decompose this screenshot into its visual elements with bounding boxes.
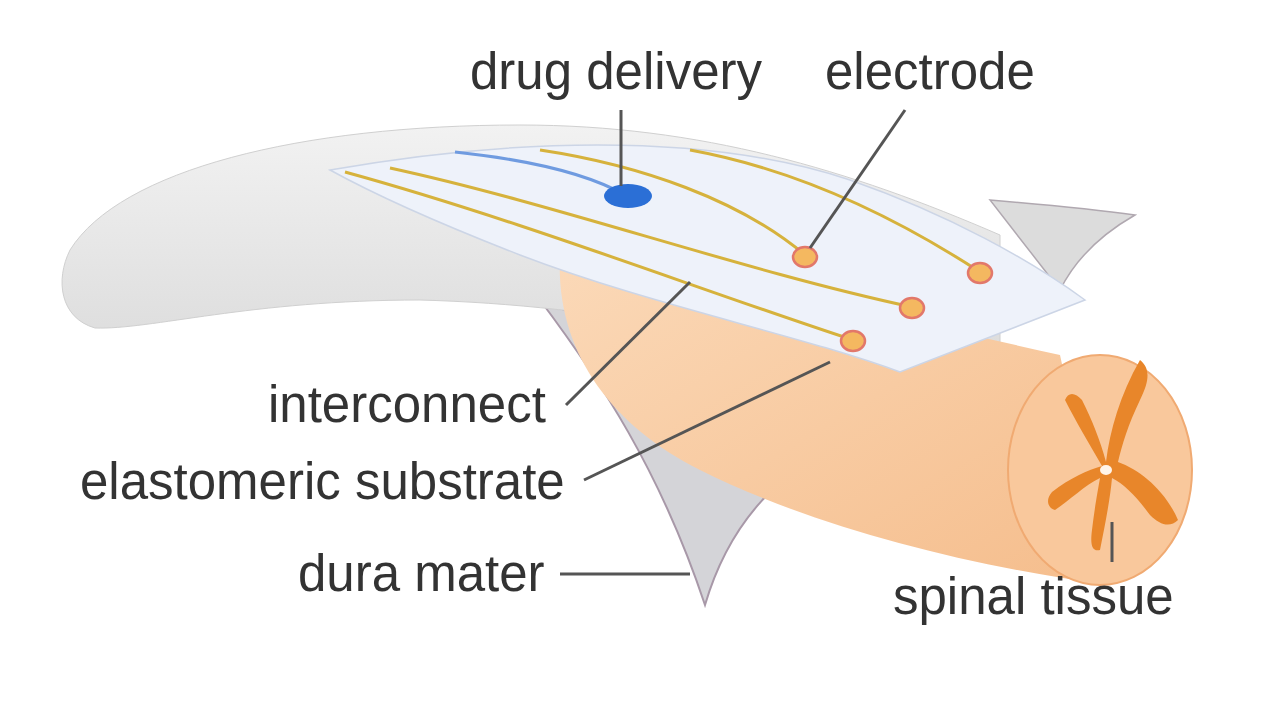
leader-line [810,110,905,248]
electrode-pad [793,247,817,267]
grey-matter [1048,360,1178,550]
drug-reservoir [604,184,652,208]
electrode-pad [968,263,992,283]
elastomeric-strip [330,145,1085,372]
part-label: interconnect [268,376,546,435]
leader-line [560,573,690,576]
electrode-pad [841,331,865,351]
part-label: electrode [825,43,1035,102]
part-label: elastomeric substrate [80,453,565,512]
electrode-pad [900,298,924,318]
electrodes [793,247,992,351]
interconnect-wire [390,168,912,307]
leader-line [566,282,690,405]
part-label: spinal tissue [893,568,1174,627]
interconnects [345,150,980,340]
leader-line [620,110,623,186]
central-canal [1100,465,1112,475]
interconnect-wire [345,172,853,340]
part-label: dura mater [298,545,545,604]
cord-cross-section [1008,355,1192,585]
leader-lines [560,110,1112,574]
drug-channel [455,152,625,195]
part-label: drug delivery [470,43,762,102]
leader-line [584,362,830,480]
interconnect-wire [540,150,805,255]
leader-line [1111,522,1114,562]
